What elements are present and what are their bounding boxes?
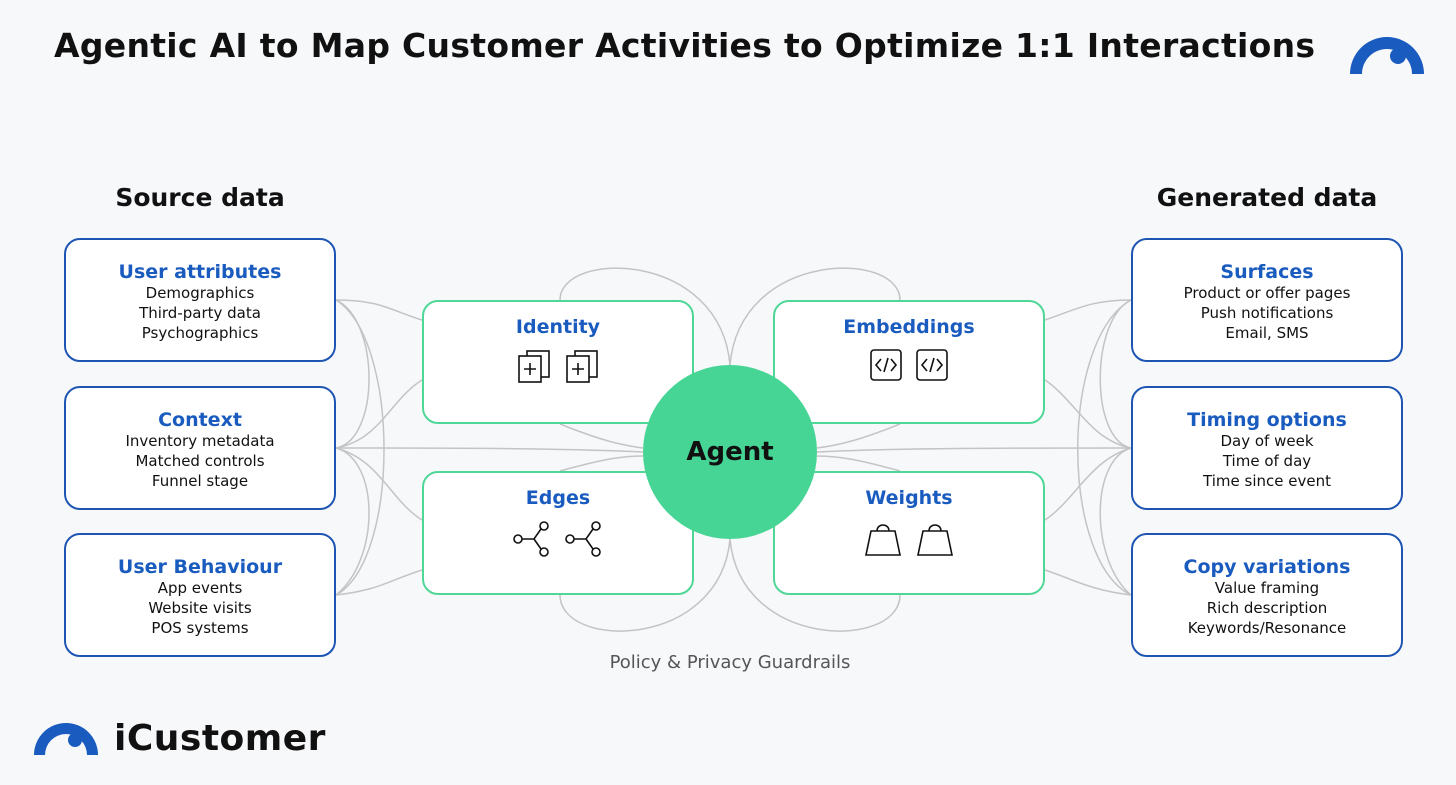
code-icon [870,349,902,381]
card-title: Timing options [1187,409,1347,431]
card-line: Demographics [145,284,255,302]
card-line: Push notifications [1200,304,1334,322]
generated-card-timing-options: Timing options Day of week Time of day T… [1131,386,1403,510]
graph-edges-icon [565,521,601,557]
card-line: Inventory metadata [125,432,275,450]
card-line: Rich description [1206,599,1328,617]
weight-icon [917,524,953,556]
card-title: Copy variations [1183,556,1351,578]
page-title: Agentic AI to Map Customer Activities to… [54,26,1316,65]
arc-logo-icon [34,722,98,755]
card-title: Context [158,409,242,431]
source-card-user-attributes: User attributes Demographics Third-party… [64,238,336,362]
card-title: User attributes [118,261,282,283]
code-icon [916,349,948,381]
card-line: Time of day [1222,452,1312,470]
guardrails-label: Policy & Privacy Guardrails [609,652,851,673]
card-line: Product or offer pages [1183,284,1351,302]
card-line: App events [157,579,243,597]
card-line: Email, SMS [1225,324,1309,342]
card-line: Value framing [1214,579,1320,597]
card-line: POS systems [151,619,249,637]
copy-plus-icon [566,350,598,383]
card-line: Day of week [1220,432,1314,450]
node-title: Embeddings [843,316,975,338]
node-embeddings: Embeddings [773,300,1045,424]
node-title: Edges [525,487,591,509]
card-line: Third-party data [139,304,261,322]
agent-node: Agent [643,365,817,539]
card-line: Funnel stage [151,472,249,490]
node-title: Identity [515,316,601,338]
graph-edges-icon [513,521,549,557]
card-title: Surfaces [1220,261,1314,283]
node-weights: Weights [773,471,1045,595]
card-line: Time since event [1203,472,1331,490]
card-line: Psychographics [141,324,259,342]
weight-icon [865,524,901,556]
source-card-user-behaviour: User Behaviour App events Website visits… [64,533,336,657]
source-card-context: Context Inventory metadata Matched contr… [64,386,336,510]
node-title: Weights [865,487,953,509]
generated-card-surfaces: Surfaces Product or offer pages Push not… [1131,238,1403,362]
card-line: Keywords/Resonance [1187,619,1347,637]
generated-card-copy-variations: Copy variations Value framing Rich descr… [1131,533,1403,657]
generated-data-heading: Generated data [1156,183,1378,212]
node-edges: Edges [422,471,694,595]
card-line: Website visits [148,599,252,617]
card-line: Matched controls [135,452,265,470]
arc-logo-icon [1346,34,1428,80]
brand-name: iCustomer [114,718,326,759]
copy-plus-icon [518,350,550,383]
source-data-heading: Source data [115,183,285,212]
node-identity: Identity [422,300,694,424]
brand-footer: iCustomer [32,718,326,759]
card-title: User Behaviour [117,556,283,578]
